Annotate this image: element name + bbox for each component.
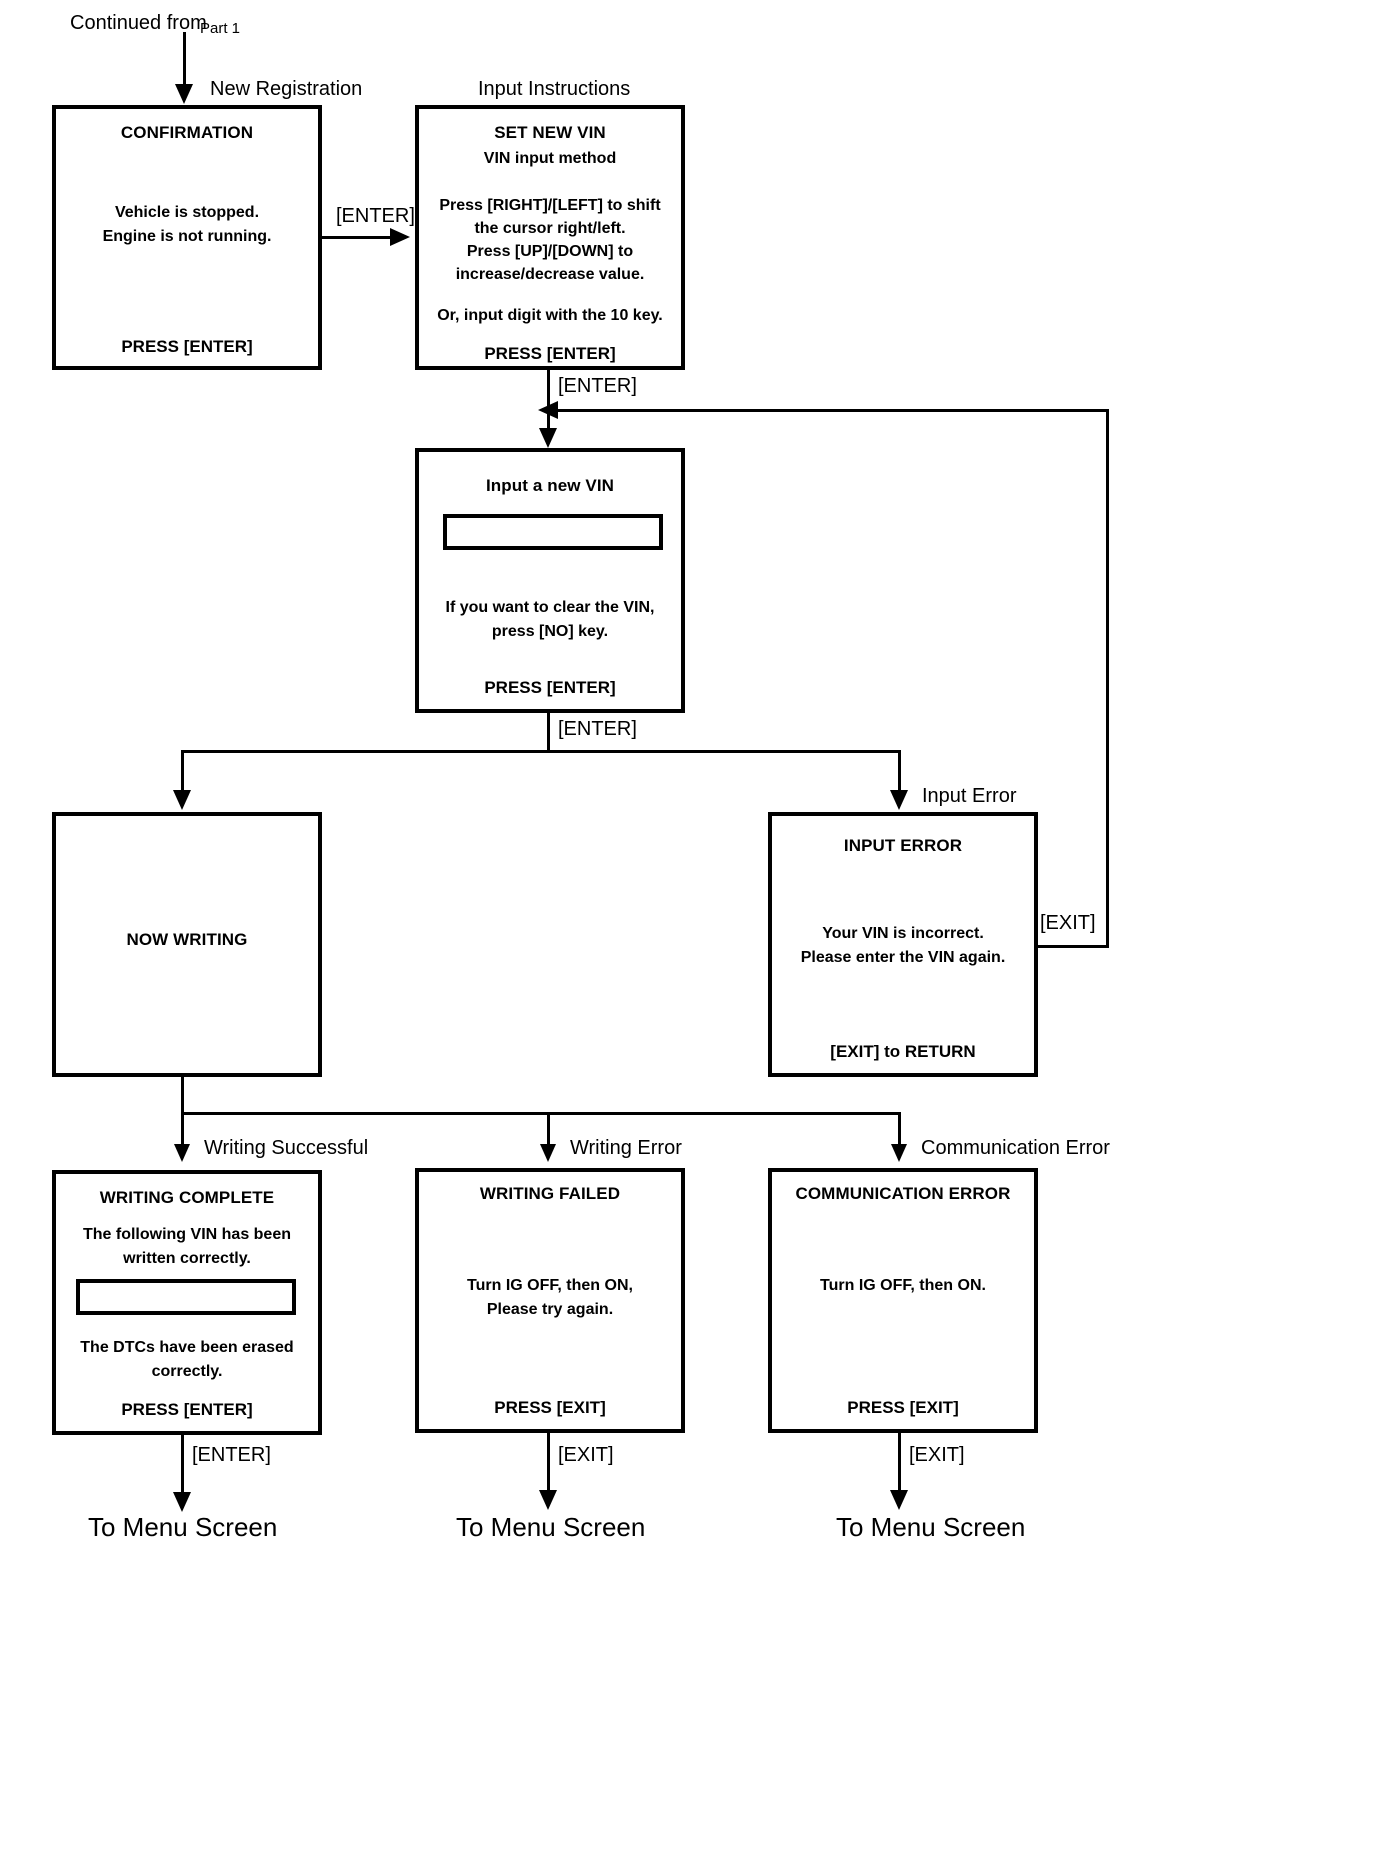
confirmation-body-1: Vehicle is stopped. <box>114 204 260 221</box>
edge-label-communication-error: Communication Error <box>921 1137 1110 1159</box>
writingfailed-body-2: Please try again. <box>486 1301 614 1318</box>
edge-label-exit-bottom-mid: [EXIT] <box>558 1444 614 1466</box>
exit-return-arrow <box>538 401 558 419</box>
menu-arrow-3-head <box>890 1490 908 1510</box>
screen-writing-failed: WRITING FAILED Turn IG OFF, then ON, Ple… <box>415 1168 685 1433</box>
edge-label-exit-return: [EXIT] <box>1040 912 1096 934</box>
writingcomplete-body-top-2: written correctly. <box>123 1250 251 1267</box>
menu-arrow-2-line <box>547 1433 550 1503</box>
screen-confirmation: CONFIRMATION Vehicle is stopped. Engine … <box>52 105 322 370</box>
inputvin-footer: PRESS [ENTER] <box>484 678 616 697</box>
setvin-body-1: Press [RIGHT]/[LEFT] to shift <box>439 197 661 214</box>
inputvin-branch-bar <box>181 750 900 753</box>
commerror-title: COMMUNICATION ERROR <box>795 1184 1011 1203</box>
commerror-footer: PRESS [EXIT] <box>847 1398 959 1417</box>
setvin-note: Or, input digit with the 10 key. <box>437 307 663 324</box>
edge-label-writing-error: Writing Error <box>570 1137 682 1159</box>
nowwriting-branch-bar <box>181 1112 900 1115</box>
screen-input-error: INPUT ERROR Your VIN is incorrect. Pleas… <box>768 812 1038 1077</box>
branch-success-line <box>181 1112 184 1156</box>
branch-left-arrow <box>173 790 191 810</box>
writingcomplete-title: WRITING COMPLETE <box>99 1188 275 1207</box>
writingcomplete-body-bottom-2: correctly. <box>151 1363 223 1380</box>
setvin-title: SET NEW VIN <box>494 123 606 142</box>
continued-from-part-label: Part 1 <box>200 20 241 37</box>
exit-return-vertical-line <box>1106 409 1109 947</box>
branch-comm-line <box>898 1112 901 1156</box>
commerror-body-1: Turn IG OFF, then ON. <box>820 1277 986 1294</box>
nowwriting-title: NOW WRITING <box>126 930 248 949</box>
inputvin-body-1: If you want to clear the VIN, <box>445 599 655 616</box>
exit-return-from-error-line <box>1037 945 1109 948</box>
edge-label-enter-3: [ENTER] <box>558 718 637 740</box>
menu-arrow-3-line <box>898 1433 901 1503</box>
menu-arrow-1-line <box>181 1435 184 1505</box>
edge-label-enter-1: [ENTER] <box>336 205 415 227</box>
continued-from-label: Continued from <box>70 12 207 34</box>
inputerror-footer: [EXIT] to RETURN <box>830 1042 976 1061</box>
screen-input-new-vin: Input a new VIN If you want to clear the… <box>415 448 685 713</box>
setvin-body-4: increase/decrease value. <box>455 266 645 283</box>
branch-right-arrow <box>890 790 908 810</box>
setvin-body-3: Press [UP]/[DOWN] to <box>466 243 634 260</box>
inputerror-body-1: Your VIN is incorrect. <box>822 925 984 942</box>
branch-right-line <box>898 750 901 802</box>
setvin-body-2: the cursor right/left. <box>474 220 626 237</box>
branch-comm-arrow <box>891 1144 907 1162</box>
screen-now-writing: NOW WRITING <box>52 812 322 1077</box>
setvin-to-inputvin-arrow <box>539 428 557 448</box>
menu-arrow-1-head <box>173 1492 191 1512</box>
inputvin-body-2: press [NO] key. <box>491 623 609 640</box>
setvin-subtitle: VIN input method <box>483 150 617 167</box>
written-vin-field[interactable] <box>76 1279 296 1315</box>
writingfailed-footer: PRESS [EXIT] <box>494 1398 606 1417</box>
edge-label-new-registration: New Registration <box>210 78 363 100</box>
screen-communication-error: COMMUNICATION ERROR Turn IG OFF, then ON… <box>768 1168 1038 1433</box>
branch-left-line <box>181 750 184 802</box>
confirmation-to-setvin-line <box>322 236 392 239</box>
edge-label-input-instructions: Input Instructions <box>478 78 631 100</box>
edge-label-input-error: Input Error <box>922 785 1017 807</box>
entry-arrow-head <box>175 84 193 104</box>
terminal-menu-screen-1: To Menu Screen <box>88 1512 278 1542</box>
screen-set-new-vin: SET NEW VIN VIN input method Press [RIGH… <box>415 105 685 370</box>
confirmation-to-setvin-arrow <box>390 228 410 246</box>
menu-arrow-2-head <box>539 1490 557 1510</box>
writingfailed-title: WRITING FAILED <box>479 1184 621 1203</box>
writingfailed-body-1: Turn IG OFF, then ON, <box>467 1277 633 1294</box>
branch-error-line <box>547 1112 550 1156</box>
writingcomplete-footer: PRESS [ENTER] <box>121 1400 253 1419</box>
edge-label-enter-2: [ENTER] <box>558 375 637 397</box>
inputerror-title: INPUT ERROR <box>843 836 963 855</box>
branch-success-arrow <box>174 1144 190 1162</box>
exit-return-horizontal-line <box>556 409 1109 412</box>
setvin-footer: PRESS [ENTER] <box>484 344 616 363</box>
terminal-menu-screen-3: To Menu Screen <box>836 1512 1026 1542</box>
inputvin-branch-stem <box>547 713 550 753</box>
edge-label-exit-bottom-right: [EXIT] <box>909 1444 965 1466</box>
inputerror-body-2: Please enter the VIN again. <box>800 949 1006 966</box>
terminal-menu-screen-2: To Menu Screen <box>456 1512 646 1542</box>
writingcomplete-body-bottom-1: The DTCs have been erased <box>80 1339 294 1356</box>
entry-arrow-line <box>183 32 186 92</box>
nowwriting-branch-stem <box>181 1077 184 1114</box>
inputvin-title: Input a new VIN <box>485 476 615 495</box>
screen-writing-complete: WRITING COMPLETE The following VIN has b… <box>52 1170 322 1435</box>
confirmation-title: CONFIRMATION <box>120 123 254 142</box>
edge-label-writing-successful: Writing Successful <box>204 1137 369 1159</box>
edge-label-enter-bottom: [ENTER] <box>192 1444 271 1466</box>
confirmation-footer: PRESS [ENTER] <box>121 337 253 356</box>
branch-error-arrow <box>540 1144 556 1162</box>
writingcomplete-body-top-1: The following VIN has been <box>82 1226 291 1243</box>
confirmation-body-2: Engine is not running. <box>102 228 272 245</box>
vin-input-field[interactable] <box>443 514 663 550</box>
